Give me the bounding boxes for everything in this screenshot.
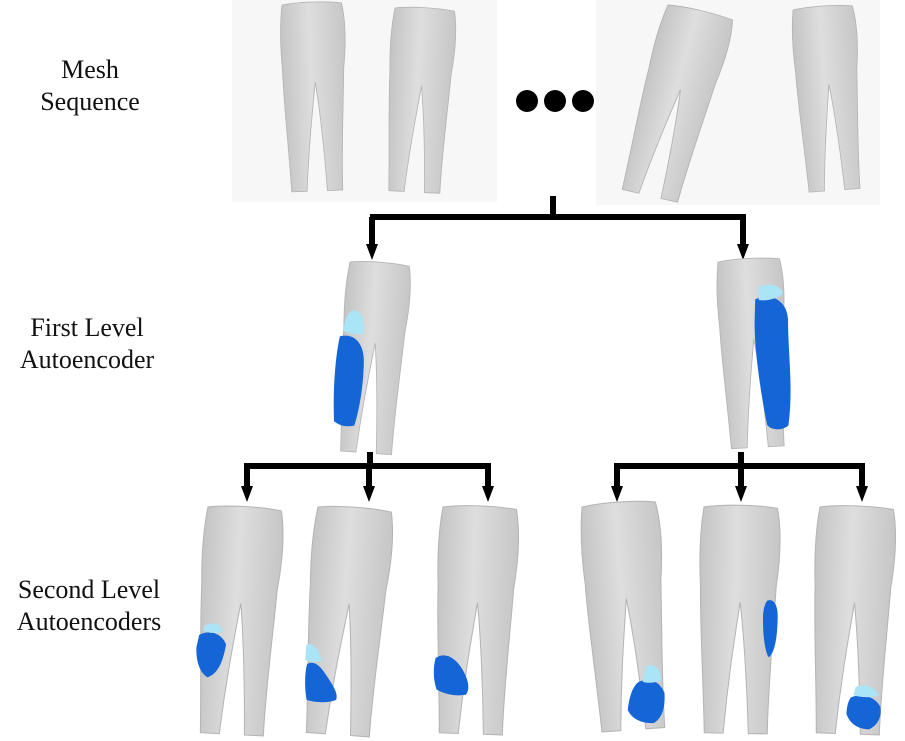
first-level-label: First Level Autoencoder [2,312,172,376]
arrowhead-icon [856,486,868,502]
second-level-mesh-4 [578,498,675,733]
arrowhead-icon [735,486,747,502]
arrowhead-icon [482,486,494,502]
split-connector-right [614,452,865,486]
second-level-label: Second Level Autoencoders [0,574,178,638]
first-level-label-line2: Autoencoder [19,345,155,374]
mesh-sequence-label-line1: Mesh [61,55,119,84]
mesh-figure [789,3,869,193]
first-level-mesh-right [714,256,793,450]
first-level-mesh-left [333,259,413,456]
arrowhead-icon [611,486,623,502]
mesh-figure [382,5,458,195]
second-level-mesh-3 [431,504,521,736]
mesh-figure [615,1,737,205]
arrowhead-icon [737,244,749,260]
second-level-label-line1: Second Level [17,575,161,604]
second-level-mesh-2 [298,503,396,739]
arrowhead-icon [241,486,253,502]
mesh-sequence-label: Mesh Sequence [20,54,160,118]
first-level-label-line1: First Level [30,313,144,342]
mesh-sequence-label-line2: Sequence [40,87,140,116]
split-connector-left [244,452,491,486]
ellipsis-dots-icon [516,90,594,112]
split-connector-top [369,196,746,244]
second-level-mesh-5 [696,504,782,735]
second-level-mesh-6 [808,504,898,736]
second-level-label-line2: Autoencoders [16,607,162,636]
arrowhead-icon [366,244,378,260]
mesh-figure [278,0,351,193]
second-level-mesh-1 [192,503,286,737]
arrowhead-icon [363,486,375,502]
